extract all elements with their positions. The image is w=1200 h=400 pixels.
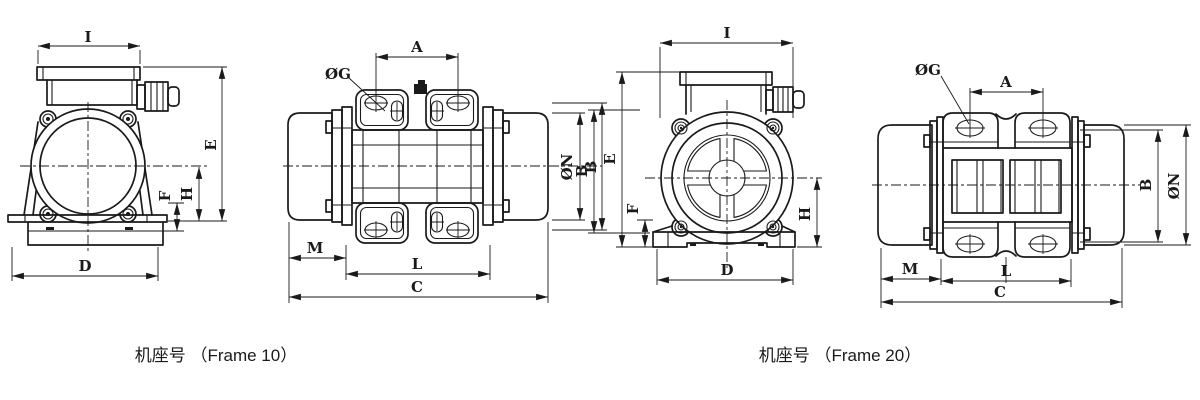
dim-label-f10f-F: F: [156, 190, 174, 201]
dimension-M: M: [880, 248, 942, 308]
dimension-M: M: [288, 222, 347, 303]
dim-label-f20f-H: H: [796, 207, 814, 221]
dimension-A: A: [969, 73, 1044, 118]
dim-label-f10f-H: H: [178, 187, 196, 201]
dim-label-f20f-D: D: [720, 261, 733, 279]
dimension-D: D: [656, 249, 794, 285]
dim-label-f20f-E: E: [601, 153, 619, 164]
caption-frame20: 机座号 （Frame 20）: [759, 346, 921, 365]
cable-gland: [136, 81, 180, 112]
dim-label-f20f-F: F: [624, 203, 642, 214]
dimension-F: F: [624, 203, 653, 248]
top-mounting-feet: [942, 112, 1071, 149]
top-mounting-feet: [355, 80, 479, 131]
dim-label-f10s-ON: ØN: [558, 153, 576, 180]
dim-label-f10s-C: C: [411, 278, 423, 296]
dimension-H: H: [178, 167, 203, 221]
rubber-plug: [414, 80, 427, 94]
mounting-base: [7, 214, 168, 246]
dim-label-f20f-B: B: [573, 165, 591, 178]
terminal-box: [36, 66, 141, 106]
motor-housing-block: [942, 147, 1073, 223]
dim-label-f10s-M: M: [307, 239, 324, 257]
dim-label-f10s-OG: ØG: [325, 65, 351, 83]
dim-label-f10s-L: L: [412, 255, 423, 273]
left-weight-cover: [287, 106, 353, 226]
dimension-C: C: [881, 248, 1123, 308]
dimension-ON: ØN: [1124, 124, 1191, 246]
dim-label-f10f-D: D: [78, 257, 91, 275]
dimension-OG: ØG: [915, 61, 970, 125]
frame20-side-view: ØG A B ØN M L C: [872, 61, 1191, 308]
dimension-ON: ØN: [552, 112, 585, 221]
dimension-L: L: [941, 259, 1072, 287]
dim-label-f20s-ON: ØN: [1165, 172, 1183, 199]
motor-housing-block: [351, 129, 484, 204]
dim-label-f20s-C: C: [994, 283, 1006, 301]
frame10-front-view: I E H F D: [7, 28, 227, 281]
bottom-mounting-feet: [355, 202, 479, 244]
dim-label-f10f-E: E: [202, 139, 220, 150]
dimension-D: D: [11, 247, 159, 281]
dimension-L: L: [345, 245, 491, 280]
dim-label-f20s-M: M: [902, 260, 919, 278]
dim-label-f10s-A: A: [410, 38, 423, 56]
dimension-I: I: [659, 24, 794, 118]
frame20-front-view: I B E F H D: [573, 24, 822, 285]
mounting-base: [652, 225, 796, 248]
dim-label-f20s-L: L: [1001, 262, 1012, 280]
dimension-C: C: [289, 222, 549, 303]
bottom-mounting-feet: [942, 221, 1071, 283]
dimension-F: F: [150, 190, 184, 232]
dim-label-f10f-I: I: [84, 28, 91, 46]
bolt-holes: [674, 121, 780, 234]
dim-label-f20s-A: A: [999, 73, 1012, 91]
dim-label-f20s-OG: ØG: [915, 61, 941, 79]
dimension-B: B: [1080, 129, 1163, 243]
centerlines: [20, 102, 207, 252]
dim-label-f20s-B: B: [1137, 179, 1155, 192]
caption-frame10: 机座号 （Frame 10）: [135, 346, 297, 365]
dimension-OG: ØG: [325, 65, 386, 112]
centerlines: [645, 100, 822, 270]
dimension-I: I: [37, 28, 141, 64]
dim-label-f20f-I: I: [723, 24, 730, 42]
dimension-H: H: [796, 178, 822, 248]
dimension-A: A: [375, 38, 459, 94]
